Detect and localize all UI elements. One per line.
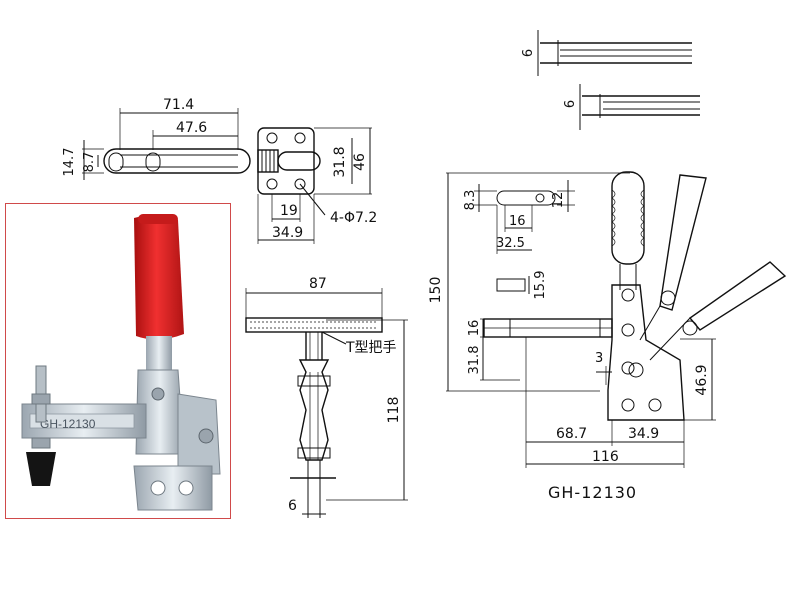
dim-47-6: 47.6 [176,120,207,136]
t-handle-label: T型把手 [345,340,397,356]
dim-3: 3 [595,351,603,366]
dim-8-7: 8.7 [82,152,97,173]
dim-118: 118 [386,397,402,424]
dim-116: 116 [592,449,619,465]
dim-31-8-base: 31.8 [467,346,482,375]
dim-87: 87 [309,276,327,292]
dim-12: 12 [551,192,566,209]
photo-model-label: GH-12130 [40,417,96,431]
dim-71-4: 71.4 [163,97,194,113]
dim-8-3: 8.3 [463,190,478,211]
red-grip [134,215,184,340]
dim-34-9-plan: 34.9 [272,225,303,241]
dim-15-9: 15.9 [533,271,548,300]
dim-holes: 4-Φ7.2 [330,210,377,226]
product-photo: GH-12130 [5,203,231,519]
dim-46: 46 [352,153,368,171]
dim-34-9-base: 34.9 [628,426,659,442]
dim-32-5: 32.5 [496,236,525,251]
dim-46-9: 46.9 [694,364,710,395]
dim-16-slot: 16 [509,214,526,229]
t-handle-view: 87 6 118 T型把手 [245,276,408,518]
rubber-tip [26,452,56,486]
dim-6-bottom: 6 [288,498,297,514]
dim-68-7: 68.7 [556,426,587,442]
bar-sections: 6 6 [521,30,700,130]
dim-6-mid: 6 [563,100,578,108]
model-label: GH-12130 [548,483,637,502]
clamp-photo-illustration: GH-12130 [21,214,221,511]
side-elevation: 150 8.3 12 16 32.5 15.9 16 3 [428,171,787,502]
plan-view: 71.4 47.6 14.7 8.7 31.8 46 19 34.9 4-Φ7.… [62,97,377,244]
dim-150: 150 [428,277,444,304]
dim-16-base: 16 [467,320,482,337]
dim-19: 19 [280,203,298,219]
dim-31-8: 31.8 [332,146,348,177]
dim-6-top: 6 [521,49,536,57]
dim-14-7: 14.7 [62,148,77,177]
